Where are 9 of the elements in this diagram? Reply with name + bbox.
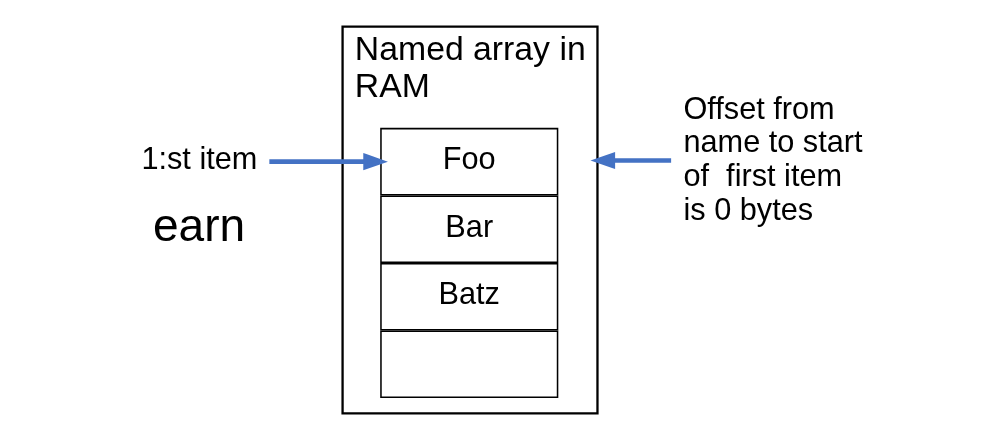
arrow — [590, 151, 671, 170]
node-box: Foo — [379, 127, 558, 196]
label: earn — [152, 198, 245, 251]
node-text: Offset from name to start of first item is 0 bytes — [682, 90, 863, 227]
node-box: Batz — [379, 263, 558, 331]
node-box: Bar — [379, 195, 558, 263]
arrow — [268, 153, 388, 171]
node-box — [379, 330, 558, 399]
node-text: 1:st item — [140, 141, 257, 177]
